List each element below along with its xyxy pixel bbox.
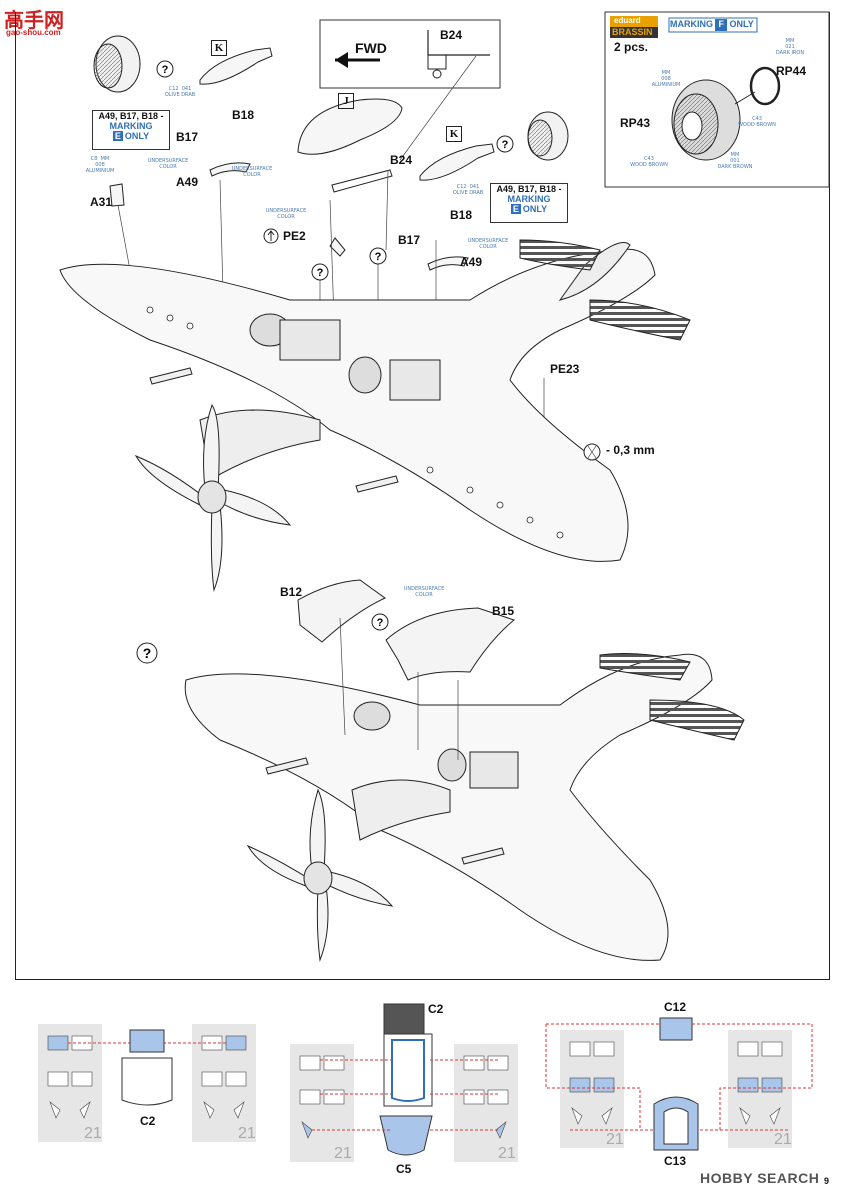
paint-aluminium-right: MM 008 ALUMINIUM: [651, 70, 681, 88]
label-drill: - 0,3 mm: [606, 443, 655, 457]
paint-underside-d: UNDERSURFACE COLOR: [467, 238, 509, 250]
fairings: [297, 579, 516, 681]
marking-right-badge: E: [510, 204, 521, 214]
label-b17-right: B17: [398, 233, 421, 247]
fwd-box: [319, 19, 501, 89]
marking-top-line1: MARKING: [670, 19, 713, 29]
aircraft-bottom: [184, 653, 745, 961]
mask-label-c5: C5: [396, 1162, 412, 1176]
label-b18-left: B18: [232, 108, 255, 122]
mask-panel-4: 21: [454, 1044, 518, 1162]
part-box-j: J: [338, 93, 354, 109]
label-b17-left: B17: [176, 130, 199, 144]
eduard-logo: eduard: [614, 16, 641, 25]
marking-left-line2: MARKING: [109, 121, 153, 131]
marking-note-top: MARKING F ONLY: [670, 19, 754, 29]
svg-text:?: ?: [502, 139, 509, 151]
svg-text:21: 21: [84, 1125, 102, 1142]
marking-top-line2: ONLY: [729, 19, 754, 29]
svg-text:21: 21: [334, 1145, 352, 1162]
wheel-mid-right: [527, 111, 569, 161]
svg-text:?: ?: [375, 251, 382, 263]
drop-tank-j: [297, 98, 403, 155]
label-b12: B12: [280, 585, 303, 599]
site-url: gao-shou.com: [6, 28, 61, 37]
mask-panel-6: 21: [728, 1030, 792, 1148]
wheel-rp43: [671, 79, 741, 161]
marking-top-badge: F: [718, 19, 725, 29]
mask-label-c2-top: C2: [428, 1002, 444, 1016]
svg-text:21: 21: [606, 1131, 624, 1148]
frame-divider: [15, 979, 830, 980]
svg-text:?: ?: [143, 645, 152, 661]
svg-text:21: 21: [498, 1145, 516, 1162]
marking-left-line1: A49, B17, B18 -: [98, 111, 164, 121]
paint-wood-brown-b: C43 WOOD BROWN: [630, 156, 668, 168]
label-b15: B15: [492, 604, 515, 618]
fwd-label: FWD: [355, 40, 387, 56]
part-box-k-right: K: [446, 126, 462, 142]
fwd-part-label: B24: [440, 28, 463, 42]
marking-right-line2: MARKING: [507, 194, 551, 204]
svg-text:?: ?: [317, 267, 324, 279]
mask-label-c12: C12: [664, 1000, 687, 1014]
marking-right-line3: ONLY: [522, 204, 548, 214]
brassin-logo: BRASSIN: [612, 27, 653, 37]
brassin-pcs: 2 pcs.: [614, 40, 649, 54]
aircraft-top: [59, 239, 691, 562]
marking-left-line3: ONLY: [124, 131, 150, 141]
svg-text:21: 21: [774, 1131, 792, 1148]
paint-underside-e: UNDERSURFACE COLOR: [403, 586, 445, 598]
frame-left: [15, 12, 16, 980]
part-box-k-left: K: [211, 40, 227, 56]
bomb-k-right: [419, 143, 495, 181]
frame-right: [829, 12, 830, 980]
mask-panel-1: 21: [38, 1024, 102, 1142]
mask-panel-2: 21: [192, 1024, 256, 1142]
label-rp44: RP44: [776, 64, 807, 78]
paint-dark-brown: MM 001 DARK BROWN: [717, 152, 753, 170]
wheel-top-left: [93, 35, 141, 93]
propeller-bottom: [246, 788, 394, 962]
label-pe2: PE2: [283, 229, 306, 243]
paint-olive-right: C12 041 OLIVE DRAB: [452, 184, 484, 196]
svg-text:?: ?: [377, 617, 384, 629]
bomb-k-left: [199, 47, 273, 85]
label-a49-left: A49: [176, 175, 199, 189]
label-pe23: PE23: [550, 362, 580, 376]
propeller-top: [134, 403, 292, 592]
svg-text:?: ?: [162, 64, 169, 76]
page-number: 9: [824, 1176, 830, 1186]
paint-underside-a: UNDERSURFACE COLOR: [147, 158, 189, 170]
watermark: HOBBY SEARCH: [700, 1170, 820, 1186]
site-logo: 高手网: [4, 10, 64, 32]
mask-panel-3: 21: [290, 1044, 354, 1162]
mask-label-c13: C13: [664, 1154, 687, 1168]
mask-label-c2-left: C2: [140, 1114, 156, 1128]
label-b24: B24: [390, 153, 413, 167]
paint-wood-brown-a: C43 WOOD BROWN: [738, 116, 776, 128]
paint-aluminium-left: C8 MM 008 ALUMINIUM: [85, 156, 115, 174]
label-rp43: RP43: [620, 116, 651, 130]
marking-left-badge: E: [112, 131, 123, 141]
marking-right-line1: A49, B17, B18 -: [496, 184, 562, 194]
question-marks-top: [136, 60, 514, 664]
paint-dark-iron: MM 021 DARK IRON: [775, 38, 805, 56]
svg-text:21: 21: [238, 1125, 256, 1142]
label-a49-right: A49: [460, 255, 483, 269]
paint-underside-b: UNDERSURFACE COLOR: [231, 166, 273, 178]
label-b18-right: B18: [450, 208, 473, 222]
label-a31: A31: [90, 195, 113, 209]
paint-underside-c: UNDERSURFACE COLOR: [265, 208, 307, 220]
paint-olive-left: C12 041 OLIVE DRAB: [164, 86, 196, 98]
